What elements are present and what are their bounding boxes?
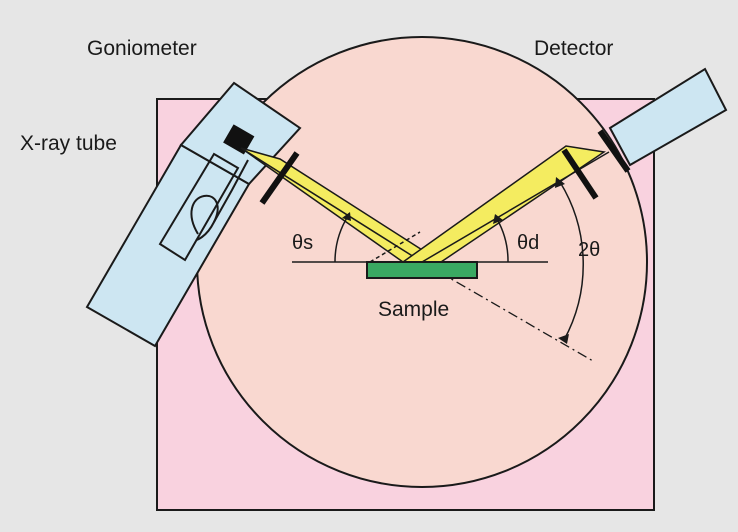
incident-extension-line (421, 261, 594, 362)
sample-label: Sample (378, 298, 449, 321)
theta-s-arrow (342, 212, 351, 221)
detector-assembly (597, 67, 728, 173)
xray-tube-label: X-ray tube (20, 132, 117, 155)
two-theta-arrow-bottom (558, 334, 569, 344)
detector-box (608, 67, 728, 167)
filament-lead (213, 159, 249, 223)
theta-d-label: θd (517, 232, 539, 254)
xray-tube-assembly (85, 81, 302, 348)
incident-slit (259, 151, 300, 205)
theta-d-arrow (493, 214, 503, 224)
detector-slit (597, 129, 631, 173)
incident-beam-dashed (369, 231, 421, 263)
filament-icon (190, 194, 219, 241)
theta-s-label: θs (292, 232, 313, 254)
tube-inner-box (158, 152, 240, 262)
x-ray-source-block (223, 124, 255, 155)
two-theta-arc (559, 181, 584, 341)
goniometer-label: Goniometer (87, 37, 197, 60)
detector-label: Detector (534, 37, 613, 60)
receiving-slit (561, 148, 599, 200)
sample-plate (366, 261, 478, 279)
two-theta-label: 2θ (578, 239, 600, 261)
two-theta-arrow-top (555, 177, 565, 188)
incident-beam-center (240, 147, 423, 263)
